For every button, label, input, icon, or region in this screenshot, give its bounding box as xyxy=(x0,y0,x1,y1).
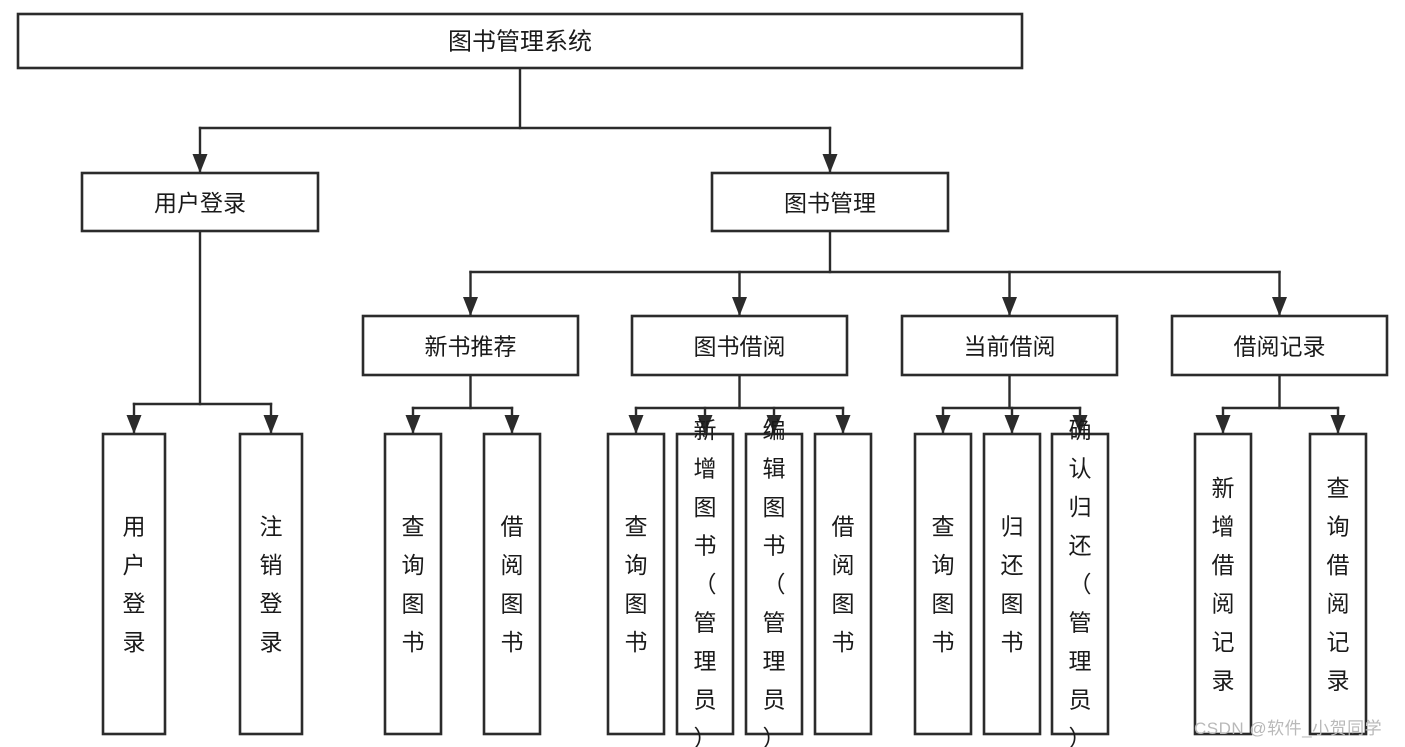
leaf-node-6-label: 编辑图书（管理员） xyxy=(763,417,786,747)
leaf-node-10-label: 确认归还（管理员） xyxy=(1069,417,1092,747)
level2-node-0-rect[interactable] xyxy=(361,314,580,377)
record-arrow-1 xyxy=(1330,415,1346,434)
leaf-node-6[interactable]: 编辑图书（管理员） xyxy=(744,417,804,747)
record-arrow-0 xyxy=(1215,415,1231,434)
newbook-arrow-1 xyxy=(504,415,520,434)
leaf-node-3-label: 借阅图书 xyxy=(501,513,524,655)
level2-node-1-label: 图书借阅 xyxy=(694,334,786,360)
level2-node-2-label: 当前借阅 xyxy=(964,334,1056,360)
userlogin-arrow-0 xyxy=(126,415,142,434)
leaf-node-10[interactable]: 确认归还（管理员） xyxy=(1050,417,1110,747)
root-node-system-label: 图书管理系统 xyxy=(448,29,592,56)
bookmgmt-to-level2-arrow-0 xyxy=(463,297,478,316)
current-arrow-0 xyxy=(935,415,951,434)
leaf-node-7-label: 借阅图书 xyxy=(832,513,855,655)
leaf-node-8-label: 查询图书 xyxy=(932,513,955,655)
level2-node-1-rect[interactable] xyxy=(630,314,849,377)
root-to-level1-arrow-1 xyxy=(822,154,838,173)
userlogin-arrow-1 xyxy=(263,415,279,434)
connector-layer xyxy=(126,66,1346,436)
level2-node-3[interactable]: 借阅记录 xyxy=(1170,314,1389,377)
current-arrow-1 xyxy=(1004,415,1020,434)
bookmgmt-to-level2-arrow-3 xyxy=(1272,297,1287,316)
leaf-node-1-label: 注销登录 xyxy=(260,513,283,655)
leaf-node-12-label: 查询借阅记录 xyxy=(1327,475,1350,694)
level2-node-3-label: 借阅记录 xyxy=(1234,334,1326,360)
leaf-node-7-rect[interactable] xyxy=(813,432,873,736)
node-layer: 图书管理系统用户登录图书管理新书推荐图书借阅当前借阅借阅记录用户登录注销登录查询… xyxy=(16,12,1389,747)
leaf-node-7[interactable]: 借阅图书 xyxy=(813,432,873,736)
level2-node-3-rect[interactable] xyxy=(1170,314,1389,377)
leaf-node-6-rect[interactable] xyxy=(744,432,804,736)
level1-node-0-rect[interactable] xyxy=(80,171,320,233)
level1-node-0[interactable]: 用户登录 xyxy=(80,171,320,233)
level2-node-1[interactable]: 图书借阅 xyxy=(630,314,849,377)
bookmgmt-to-level2-arrow-1 xyxy=(732,297,747,316)
level2-node-0-label: 新书推荐 xyxy=(425,334,517,360)
leaf-node-5-label: 新增图书（管理员） xyxy=(694,417,717,747)
bookmgmt-to-level2-arrow-2 xyxy=(1002,297,1017,316)
leaf-node-8[interactable]: 查询图书 xyxy=(913,432,973,736)
leaf-node-11[interactable]: 新增借阅记录 xyxy=(1193,432,1253,736)
leaf-node-4[interactable]: 查询图书 xyxy=(606,432,666,736)
leaf-node-4-label: 查询图书 xyxy=(625,513,648,655)
level1-node-1-rect[interactable] xyxy=(710,171,950,233)
leaf-node-5[interactable]: 新增图书（管理员） xyxy=(675,417,735,747)
leaf-node-1-rect[interactable] xyxy=(238,432,304,736)
level1-node-1[interactable]: 图书管理 xyxy=(710,171,950,233)
level1-node-0-label: 用户登录 xyxy=(154,190,246,216)
level2-node-2-rect[interactable] xyxy=(900,314,1119,377)
leaf-node-9[interactable]: 归还图书 xyxy=(982,432,1042,736)
borrow-arrow-1 xyxy=(697,415,713,434)
leaf-node-8-rect[interactable] xyxy=(913,432,973,736)
leaf-node-0-label: 用户登录 xyxy=(123,513,146,655)
borrow-arrow-2 xyxy=(766,415,782,434)
leaf-node-0[interactable]: 用户登录 xyxy=(101,432,167,736)
leaf-node-9-rect[interactable] xyxy=(982,432,1042,736)
borrow-arrow-3 xyxy=(835,415,851,434)
level2-node-2[interactable]: 当前借阅 xyxy=(900,314,1119,377)
leaf-node-11-label: 新增借阅记录 xyxy=(1212,475,1235,694)
leaf-node-4-rect[interactable] xyxy=(606,432,666,736)
csdn-watermark: CSDN @软件_小贺同学 xyxy=(1194,719,1383,738)
level2-node-0[interactable]: 新书推荐 xyxy=(361,314,580,377)
leaf-node-2-rect[interactable] xyxy=(383,432,443,736)
leaf-node-5-rect[interactable] xyxy=(675,432,735,736)
leaf-node-9-label: 归还图书 xyxy=(1001,513,1024,655)
current-arrow-2 xyxy=(1072,415,1088,434)
root-to-level1-arrow-0 xyxy=(192,154,208,173)
leaf-node-10-rect[interactable] xyxy=(1050,432,1110,736)
root-node-system[interactable]: 图书管理系统 xyxy=(16,12,1024,70)
newbook-arrow-0 xyxy=(405,415,421,434)
leaf-node-3[interactable]: 借阅图书 xyxy=(482,432,542,736)
level1-node-1-label: 图书管理 xyxy=(784,190,876,216)
root-node-system-rect[interactable] xyxy=(16,12,1024,70)
leaf-node-11-rect[interactable] xyxy=(1193,432,1253,736)
leaf-node-12[interactable]: 查询借阅记录 xyxy=(1308,432,1368,736)
leaf-node-1[interactable]: 注销登录 xyxy=(238,432,304,736)
leaf-node-12-rect[interactable] xyxy=(1308,432,1368,736)
leaf-node-2-label: 查询图书 xyxy=(402,513,425,655)
leaf-node-0-rect[interactable] xyxy=(101,432,167,736)
leaf-node-3-rect[interactable] xyxy=(482,432,542,736)
borrow-arrow-0 xyxy=(628,415,644,434)
leaf-node-2[interactable]: 查询图书 xyxy=(383,432,443,736)
